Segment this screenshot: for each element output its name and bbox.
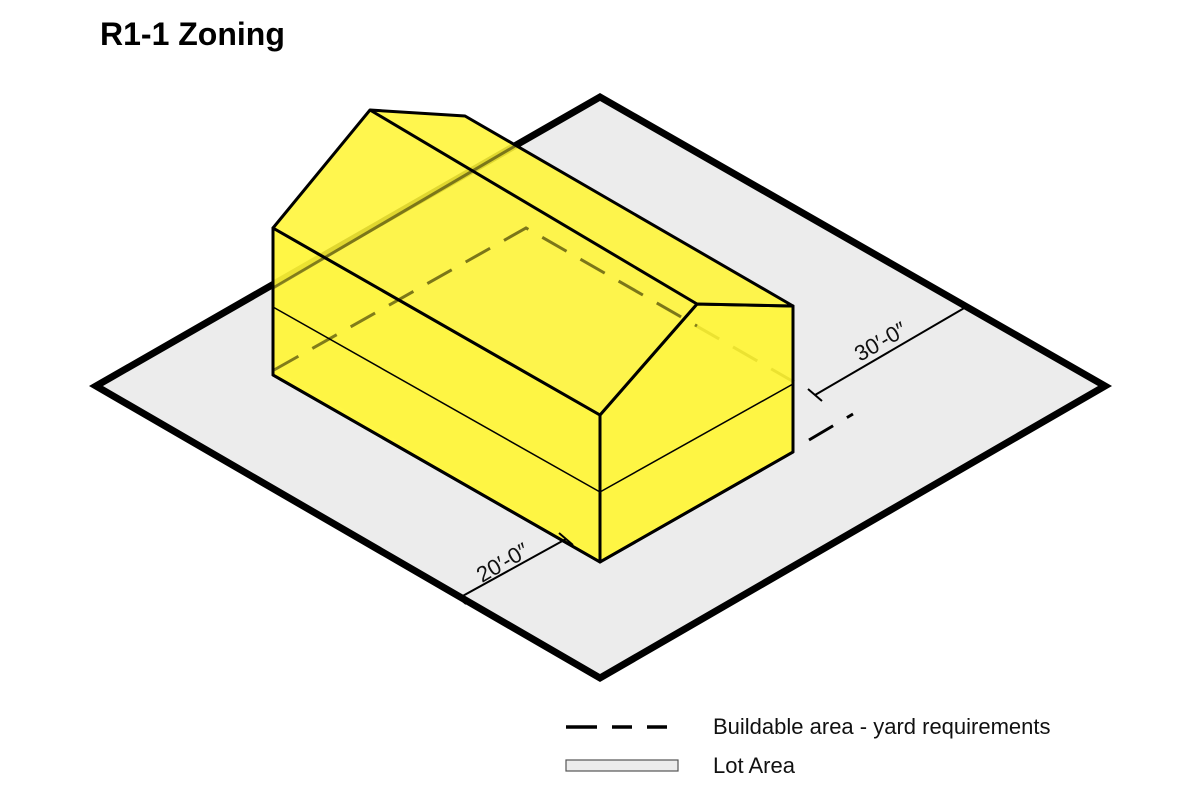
front-yard-dimension: [451, 532, 574, 605]
buildable-line-through-house: [273, 226, 698, 372]
legend-lot-label: Lot Area: [713, 753, 796, 778]
page-title: R1-1 Zoning: [100, 16, 285, 52]
legend-lot-swatch: [565, 759, 679, 772]
legend: Buildable area - yard requirements Lot A…: [565, 714, 1051, 778]
legend-buildable-label: Buildable area - yard requirements: [713, 714, 1051, 739]
rear-yard-dimension: [807, 300, 974, 402]
house: [271, 108, 795, 564]
lot-edge-through-house: [272, 144, 516, 290]
